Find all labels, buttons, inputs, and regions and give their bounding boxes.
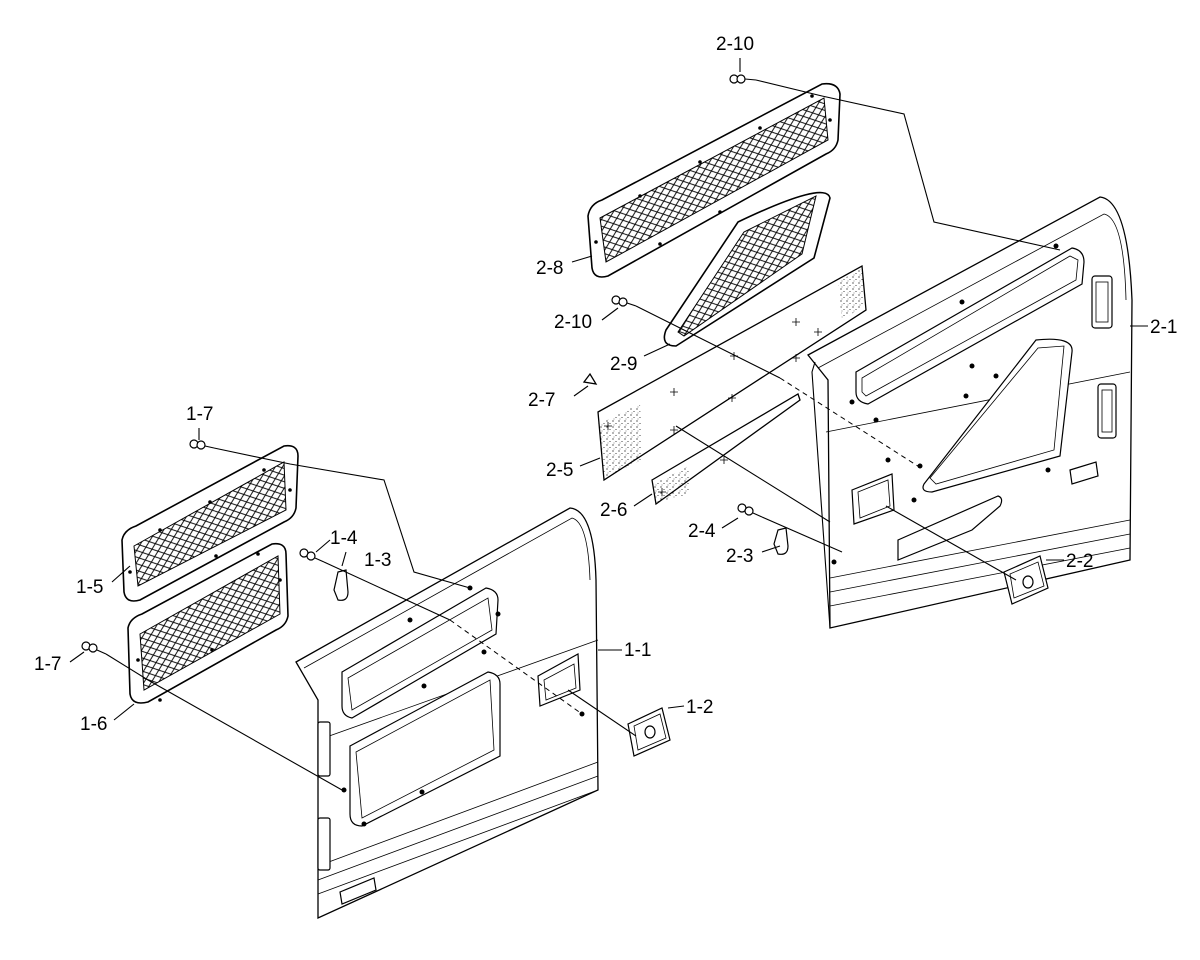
strip-2-6 bbox=[651, 393, 801, 506]
bolt-2-4 bbox=[737, 503, 763, 518]
screw-2-10-mid bbox=[611, 295, 637, 307]
callout-2-7: 2-7 bbox=[528, 390, 555, 411]
callout-2-6: 2-6 bbox=[600, 500, 627, 521]
plate-2-5 bbox=[597, 264, 867, 482]
callout-2-9: 2-9 bbox=[610, 354, 637, 375]
grille-1-5 bbox=[121, 444, 299, 602]
callout-labels: 2-10 2-8 2-10 2-9 2-7 2-5 2-6 2-4 2-3 2-… bbox=[34, 34, 1177, 735]
screw-1-7-top bbox=[189, 439, 215, 450]
callout-2-3: 2-3 bbox=[726, 546, 753, 567]
grille-2-9 bbox=[663, 191, 831, 347]
assembly-lines-right bbox=[635, 79, 1061, 581]
callout-1-6: 1-6 bbox=[80, 714, 107, 735]
callout-1-2: 1-2 bbox=[686, 697, 713, 718]
callout-leaders bbox=[69, 58, 1148, 721]
callout-2-10-top: 2-10 bbox=[716, 34, 754, 55]
bolt-1-4 bbox=[299, 548, 325, 563]
latch-1-2 bbox=[627, 707, 671, 757]
assembly-lines-left bbox=[105, 447, 637, 791]
callout-2-8: 2-8 bbox=[536, 258, 563, 279]
grille-2-8 bbox=[587, 82, 841, 278]
screw-1-7-mid bbox=[81, 641, 107, 655]
pin-2-7 bbox=[582, 372, 598, 385]
clip-1-3 bbox=[333, 569, 349, 601]
callout-2-5: 2-5 bbox=[546, 460, 573, 481]
callout-1-3: 1-3 bbox=[364, 550, 391, 571]
clip-2-3 bbox=[773, 527, 789, 555]
callout-1-1: 1-1 bbox=[624, 640, 651, 661]
grille-1-6 bbox=[127, 542, 289, 704]
callout-2-10-mid: 2-10 bbox=[554, 312, 592, 333]
callout-1-7-top: 1-7 bbox=[186, 404, 213, 425]
callout-1-4: 1-4 bbox=[330, 528, 358, 549]
callout-1-7-mid: 1-7 bbox=[34, 654, 61, 675]
callout-2-4: 2-4 bbox=[688, 521, 716, 542]
callout-2-2: 2-2 bbox=[1066, 551, 1093, 572]
callout-1-5: 1-5 bbox=[76, 577, 103, 598]
side-panel-1-1 bbox=[295, 507, 599, 920]
latch-2-2 bbox=[1003, 555, 1049, 605]
side-panel-2-1 bbox=[807, 196, 1133, 629]
screw-2-10-top bbox=[729, 74, 757, 84]
callout-2-1: 2-1 bbox=[1150, 317, 1177, 338]
